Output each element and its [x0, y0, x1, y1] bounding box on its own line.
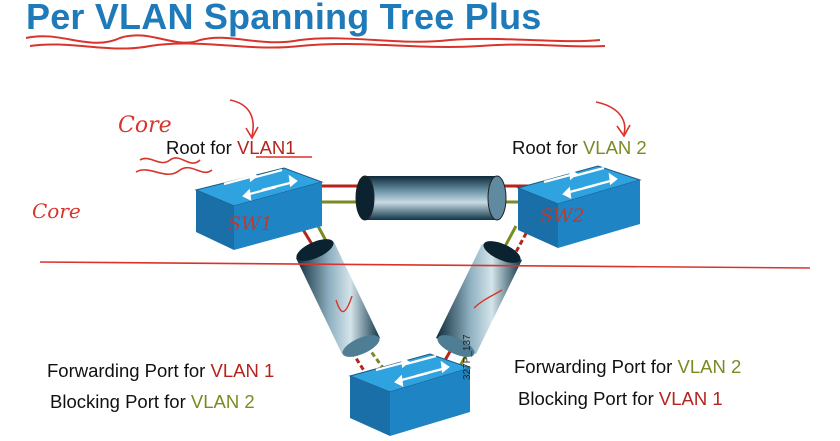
left-forwarding-prefix: Forwarding Port for: [47, 360, 211, 381]
left-forwarding-vlan: VLAN 1: [210, 360, 275, 381]
sw2-root-label: Root for VLAN 2: [512, 137, 647, 159]
title-underline-scribble: [25, 34, 606, 50]
bidirectional-arrows-icon: [375, 354, 450, 387]
right-forwarding-label: Forwarding Port for VLAN 2: [514, 356, 741, 378]
switch-sw2: [516, 165, 642, 248]
core-annotation-top: Core: [118, 113, 172, 138]
left-forwarding-label: Forwarding Port for VLAN 1: [47, 360, 274, 382]
left-blocking-vlan: VLAN 2: [190, 391, 255, 412]
hand-annotations: [39, 99, 811, 313]
core-annotation-left: Core: [32, 199, 81, 223]
left-blocking-prefix: Blocking Port for: [50, 391, 191, 412]
right-blocking-vlan: VLAN 1: [658, 388, 723, 409]
right-blocking-label: Blocking Port for VLAN 1: [518, 388, 723, 410]
right-forwarding-vlan: VLAN 2: [677, 356, 742, 377]
sw1-root-label: Root for VLAN1: [166, 137, 296, 159]
trunk-link-tube: [296, 242, 380, 354]
left-blocking-label: Blocking Port for VLAN 2: [50, 391, 255, 413]
switch-sw1: [194, 167, 324, 250]
sw2-root-vlan: VLAN 2: [582, 137, 647, 158]
sw1-root-prefix: Root for: [166, 137, 237, 158]
bidirectional-arrows-icon: [223, 168, 298, 201]
sw1-root-vlan: VLAN1: [236, 137, 296, 158]
sw2-root-prefix: Root for: [512, 137, 583, 158]
right-blocking-prefix: Blocking Port for: [518, 388, 659, 409]
bidirectional-arrows-icon: [543, 166, 618, 199]
trunk-link-tube: [436, 244, 522, 354]
page-title: Per VLAN Spanning Tree Plus: [26, 0, 542, 37]
right-forwarding-prefix: Forwarding Port for: [514, 356, 678, 377]
sw1-annotation: SW1: [228, 213, 273, 235]
figure-code: 327P_137: [462, 334, 473, 380]
switch-sw3: [348, 353, 472, 436]
link-sw1-sw2: [322, 175, 532, 221]
link-sw1-sw3: [296, 225, 388, 381]
sw2-annotation: SW2: [540, 205, 585, 227]
trunk-link-tube: [365, 176, 497, 220]
